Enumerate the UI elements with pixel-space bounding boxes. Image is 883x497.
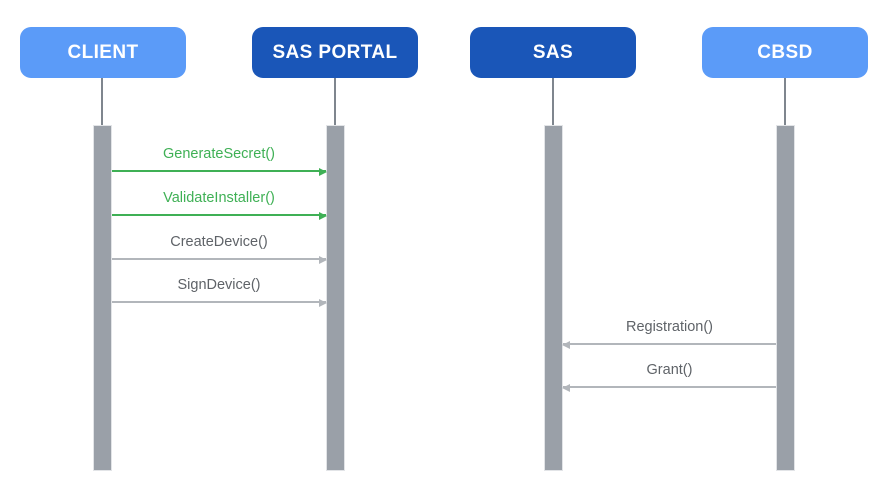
participant-box-client[interactable]: CLIENT: [20, 27, 186, 78]
participant-box-cbsd[interactable]: CBSD: [702, 27, 868, 78]
lifeline-sas-portal: [334, 78, 336, 125]
message-label: SignDevice(): [177, 277, 261, 293]
message-label: Registration(): [625, 319, 714, 335]
lifeline-client: [101, 78, 103, 125]
message-line: [112, 301, 326, 303]
message-signdevice: SignDevice(): [112, 269, 327, 307]
participant-label-client: CLIENT: [67, 41, 139, 63]
lifeline-cbsd: [784, 78, 786, 125]
message-grant: Grant(): [562, 354, 776, 392]
message-validateinstaller: ValidateInstaller(): [112, 182, 327, 220]
message-generatesecret: GenerateSecret(): [112, 138, 327, 176]
participant-box-sas[interactable]: SAS: [470, 27, 636, 78]
message-label: GenerateSecret(): [162, 146, 276, 162]
activation-bar-sas: [543, 125, 563, 471]
participant-label-sas: SAS: [532, 41, 574, 63]
arrowhead-icon: [319, 211, 327, 220]
message-label: ValidateInstaller(): [163, 190, 275, 206]
arrowhead-icon: [319, 298, 327, 307]
message-registration: Registration(): [562, 311, 776, 349]
arrowhead-icon: [319, 255, 327, 264]
message-line: [563, 386, 776, 388]
activation-bar-sas-portal: [325, 125, 345, 471]
participant-box-sas-portal[interactable]: SAS PORTAL: [252, 27, 418, 78]
message-line: [112, 258, 326, 260]
message-createdevice: CreateDevice(): [112, 226, 327, 264]
activation-bar-cbsd: [775, 125, 795, 471]
message-line: [112, 214, 326, 216]
arrowhead-icon: [319, 167, 327, 176]
message-label: CreateDevice(): [170, 234, 268, 250]
message-line: [563, 343, 776, 345]
participant-label-sas-portal: SAS PORTAL: [272, 41, 398, 63]
participant-label-cbsd: CBSD: [757, 41, 813, 63]
lifeline-sas: [552, 78, 554, 125]
message-label: Grant(): [646, 362, 693, 378]
arrowhead-icon: [562, 383, 570, 392]
arrowhead-icon: [562, 340, 570, 349]
message-line: [112, 170, 326, 172]
activation-bar-client: [92, 125, 112, 471]
